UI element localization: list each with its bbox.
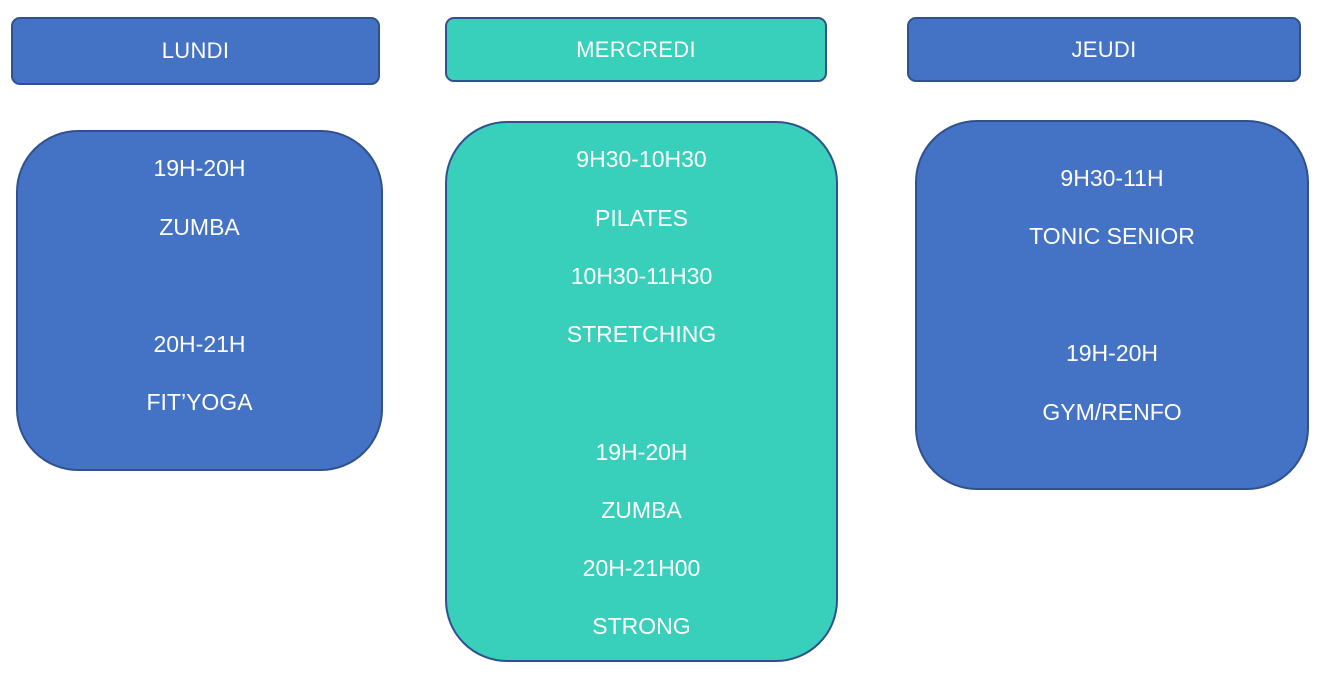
session-activity: FIT’YOGA	[146, 389, 253, 415]
session-time: 9H30-10H30	[576, 146, 707, 172]
session-activity: PILATES	[595, 205, 688, 231]
session-time: 20H-21H	[153, 331, 246, 357]
session-activity: STRETCHING	[566, 321, 717, 347]
session-time: 20H-21H00	[582, 555, 701, 581]
day-label-jeudi: JEUDI	[1071, 36, 1137, 62]
session-time: 9H30-11H	[1060, 165, 1164, 191]
schedule-box-lundi: 19H-20H ZUMBA 20H-21H FIT’YOGA	[16, 130, 383, 471]
session-time: 19H-20H	[595, 439, 688, 465]
day-label-mercredi: MERCREDI	[576, 36, 696, 62]
day-header-jeudi: JEUDI	[907, 17, 1301, 82]
session-time: 19H-20H	[153, 155, 246, 181]
schedule-box-mercredi: 9H30-10H30 PILATES 10H30-11H30 STRETCHIN…	[445, 121, 838, 662]
session-time: 10H30-11H30	[570, 263, 713, 289]
session-activity: ZUMBA	[159, 214, 240, 240]
session-activity: GYM/RENFO	[1042, 399, 1182, 425]
session-time: 19H-20H	[1065, 340, 1159, 366]
day-header-lundi: LUNDI	[11, 17, 380, 85]
session-activity: STRONG	[592, 613, 691, 639]
day-label-lundi: LUNDI	[161, 38, 230, 63]
session-activity: TONIC SENIOR	[1029, 223, 1195, 249]
schedule-box-jeudi: 9H30-11H TONIC SENIOR 19H-20H GYM/RENFO	[915, 120, 1309, 490]
session-activity: ZUMBA	[601, 497, 682, 523]
day-header-mercredi: MERCREDI	[445, 17, 827, 82]
